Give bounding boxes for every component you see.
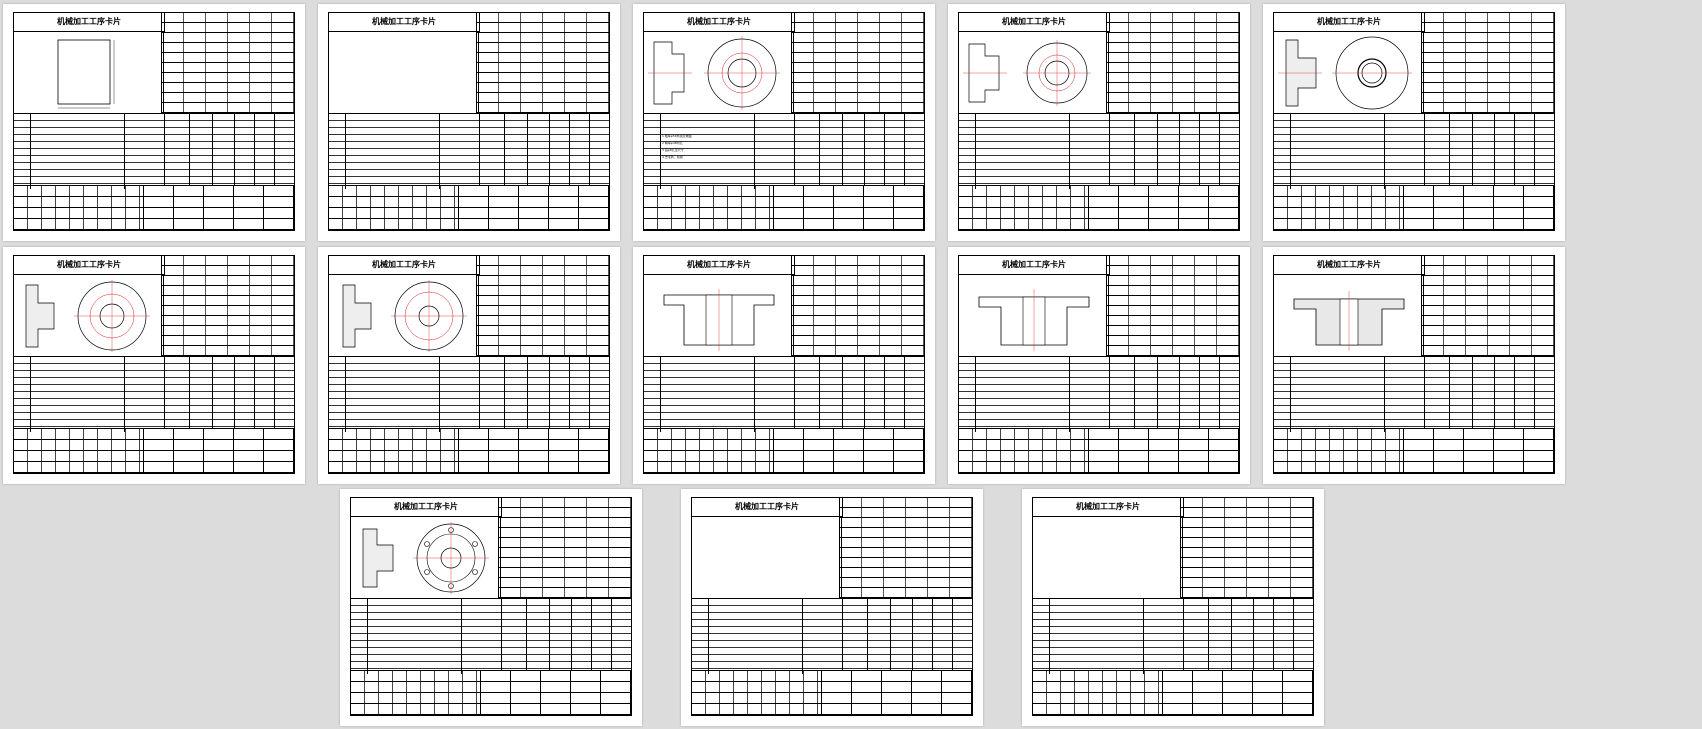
header-info-grid <box>1106 256 1239 356</box>
document-page-10: 机械加工工序卡片 <box>1263 247 1565 484</box>
card-title: 机械加工工序卡片 <box>14 256 165 275</box>
signature-block <box>692 670 972 715</box>
signature-block <box>14 428 294 473</box>
card-title: 机械加工工序卡片 <box>644 256 795 275</box>
header-info-grid <box>791 13 924 113</box>
part-drawing <box>1274 32 1424 113</box>
signature-block <box>329 428 609 473</box>
process-card: 机械加工工序卡片 <box>958 255 1240 474</box>
process-card: 机械加工工序卡片 <box>1273 12 1555 231</box>
part-drawing <box>14 32 164 113</box>
part-drawing <box>644 32 794 113</box>
header-info-grid <box>791 256 924 356</box>
step-list: 1 粗车φ56外圆及端面 2 精车φ48内孔 3 钻φ8孔至尺寸 4 去毛刺、检… <box>662 133 782 161</box>
card-title: 机械加工工序卡片 <box>14 13 165 32</box>
process-card: 机械加工工序卡片 <box>1032 497 1314 716</box>
process-steps-table <box>14 356 294 432</box>
header-info-grid <box>161 256 294 356</box>
process-card: 机械加工工序卡片 <box>13 12 295 231</box>
process-card: 机械加工工序卡片 <box>328 255 610 474</box>
document-page-7: 机械加工工序卡片 <box>318 247 620 484</box>
process-card: 机械加工工序卡片 <box>350 497 632 716</box>
process-steps-table <box>329 356 609 432</box>
document-page-12: 机械加工工序卡片 <box>681 489 983 726</box>
header-info-grid <box>476 13 609 113</box>
step-line: 2 精车φ48内孔 <box>662 141 683 145</box>
process-steps-table <box>644 356 924 432</box>
card-title: 机械加工工序卡片 <box>1274 13 1425 32</box>
process-steps-table <box>1033 598 1313 674</box>
card-title: 机械加工工序卡片 <box>1033 498 1184 517</box>
part-drawing <box>959 275 1109 356</box>
signature-block <box>329 185 609 230</box>
signature-block <box>1274 185 1554 230</box>
document-page-1: 机械加工工序卡片 <box>3 4 305 241</box>
process-steps-table <box>14 113 294 189</box>
process-card: 机械加工工序卡片 <box>1273 255 1555 474</box>
card-title: 机械加工工序卡片 <box>351 498 502 517</box>
header-info-grid <box>476 256 609 356</box>
part-drawing <box>959 32 1109 113</box>
process-steps-table <box>644 113 924 189</box>
document-page-2: 机械加工工序卡片 <box>318 4 620 241</box>
process-steps-table <box>329 113 609 189</box>
process-card: 机械加工工序卡片 <box>328 12 610 231</box>
process-steps-table <box>959 356 1239 432</box>
part-drawing <box>644 275 794 356</box>
header-info-grid <box>161 13 294 113</box>
process-steps-table <box>959 113 1239 189</box>
card-title: 机械加工工序卡片 <box>1274 256 1425 275</box>
signature-block <box>959 185 1239 230</box>
signature-block <box>644 185 924 230</box>
process-steps-table <box>1274 113 1554 189</box>
process-card: 机械加工工序卡片 1 粗车φ56外圆及端面 2 精车φ48内孔 3 钻φ8孔至尺… <box>643 12 925 231</box>
part-drawing <box>351 517 501 598</box>
document-page-9: 机械加工工序卡片 <box>948 247 1250 484</box>
drawing-area <box>1033 517 1183 598</box>
signature-block <box>1033 670 1313 715</box>
process-card: 机械加工工序卡片 <box>691 497 973 716</box>
header-info-grid <box>1180 498 1313 598</box>
document-page-4: 机械加工工序卡片 <box>948 4 1250 241</box>
part-drawing <box>1274 275 1424 356</box>
signature-block <box>959 428 1239 473</box>
document-page-8: 机械加工工序卡片 <box>633 247 935 484</box>
part-drawing <box>14 275 164 356</box>
signature-block <box>1274 428 1554 473</box>
step-line: 1 粗车φ56外圆及端面 <box>662 134 692 138</box>
document-page-13: 机械加工工序卡片 <box>1022 489 1324 726</box>
signature-block <box>351 670 631 715</box>
header-info-grid <box>839 498 972 598</box>
card-title: 机械加工工序卡片 <box>692 498 843 517</box>
document-page-3: 机械加工工序卡片 1 粗车φ56外圆及端面 2 精车φ48内孔 3 钻φ8孔至尺… <box>633 4 935 241</box>
process-card: 机械加工工序卡片 <box>958 12 1240 231</box>
header-info-grid <box>1421 13 1554 113</box>
signature-block <box>644 428 924 473</box>
card-title: 机械加工工序卡片 <box>959 13 1110 32</box>
card-title: 机械加工工序卡片 <box>329 13 480 32</box>
signature-block <box>14 185 294 230</box>
header-info-grid <box>1106 13 1239 113</box>
step-line: 4 去毛刺、检验 <box>662 155 683 159</box>
document-page-5: 机械加工工序卡片 <box>1263 4 1565 241</box>
process-steps-table <box>1274 356 1554 432</box>
document-page-6: 机械加工工序卡片 <box>3 247 305 484</box>
document-page-11: 机械加工工序卡片 <box>340 489 642 726</box>
header-info-grid <box>1421 256 1554 356</box>
part-drawing <box>329 275 479 356</box>
header-info-grid <box>498 498 631 598</box>
card-title: 机械加工工序卡片 <box>644 13 795 32</box>
process-card: 机械加工工序卡片 <box>643 255 925 474</box>
drawing-area <box>692 517 842 598</box>
process-card: 机械加工工序卡片 <box>13 255 295 474</box>
process-steps-table <box>692 598 972 674</box>
step-line: 3 钻φ8孔至尺寸 <box>662 148 684 152</box>
card-title: 机械加工工序卡片 <box>959 256 1110 275</box>
process-steps-table <box>351 598 631 674</box>
card-title: 机械加工工序卡片 <box>329 256 480 275</box>
drawing-area <box>329 32 479 113</box>
